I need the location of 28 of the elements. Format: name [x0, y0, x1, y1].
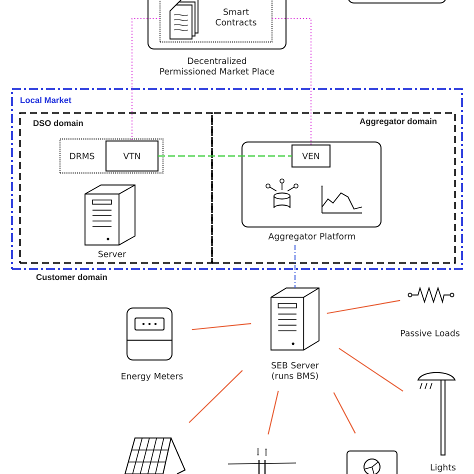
- domain-label: Customer domain: [36, 274, 107, 280]
- connector: [131, 18, 160, 141]
- node-label: Aggregator domain: [360, 118, 436, 126]
- connector: [268, 390, 279, 434]
- node-caption: SEB Server (runs BMS): [272, 362, 319, 380]
- node-caption: Server: [98, 250, 126, 258]
- node-label: Passive Loads: [400, 330, 460, 336]
- connector: [338, 348, 404, 392]
- node-label: VTN: [123, 152, 140, 160]
- node-label: Smart Contracts: [216, 8, 256, 26]
- connector: [326, 300, 400, 314]
- node-caption: Lights: [430, 464, 456, 472]
- box: [348, 0, 446, 4]
- connector: [192, 322, 252, 330]
- node-label: VEN: [302, 152, 320, 160]
- connector: [158, 155, 292, 157]
- connector: [272, 18, 312, 145]
- appliance-drawing: [346, 450, 398, 474]
- node-caption: Aggregator Platform: [268, 232, 356, 242]
- node-label: Local Market: [20, 96, 72, 104]
- connector: [294, 244, 296, 288]
- node-caption: Energy Meters: [122, 372, 183, 382]
- connector: [188, 370, 243, 423]
- power-line-drawing: [228, 448, 296, 474]
- node-caption: Decentralized Permissioned Market Place: [160, 57, 274, 75]
- node-label: DSO domain: [34, 120, 83, 126]
- node-label: DRMS: [70, 152, 94, 160]
- connector: [333, 392, 356, 434]
